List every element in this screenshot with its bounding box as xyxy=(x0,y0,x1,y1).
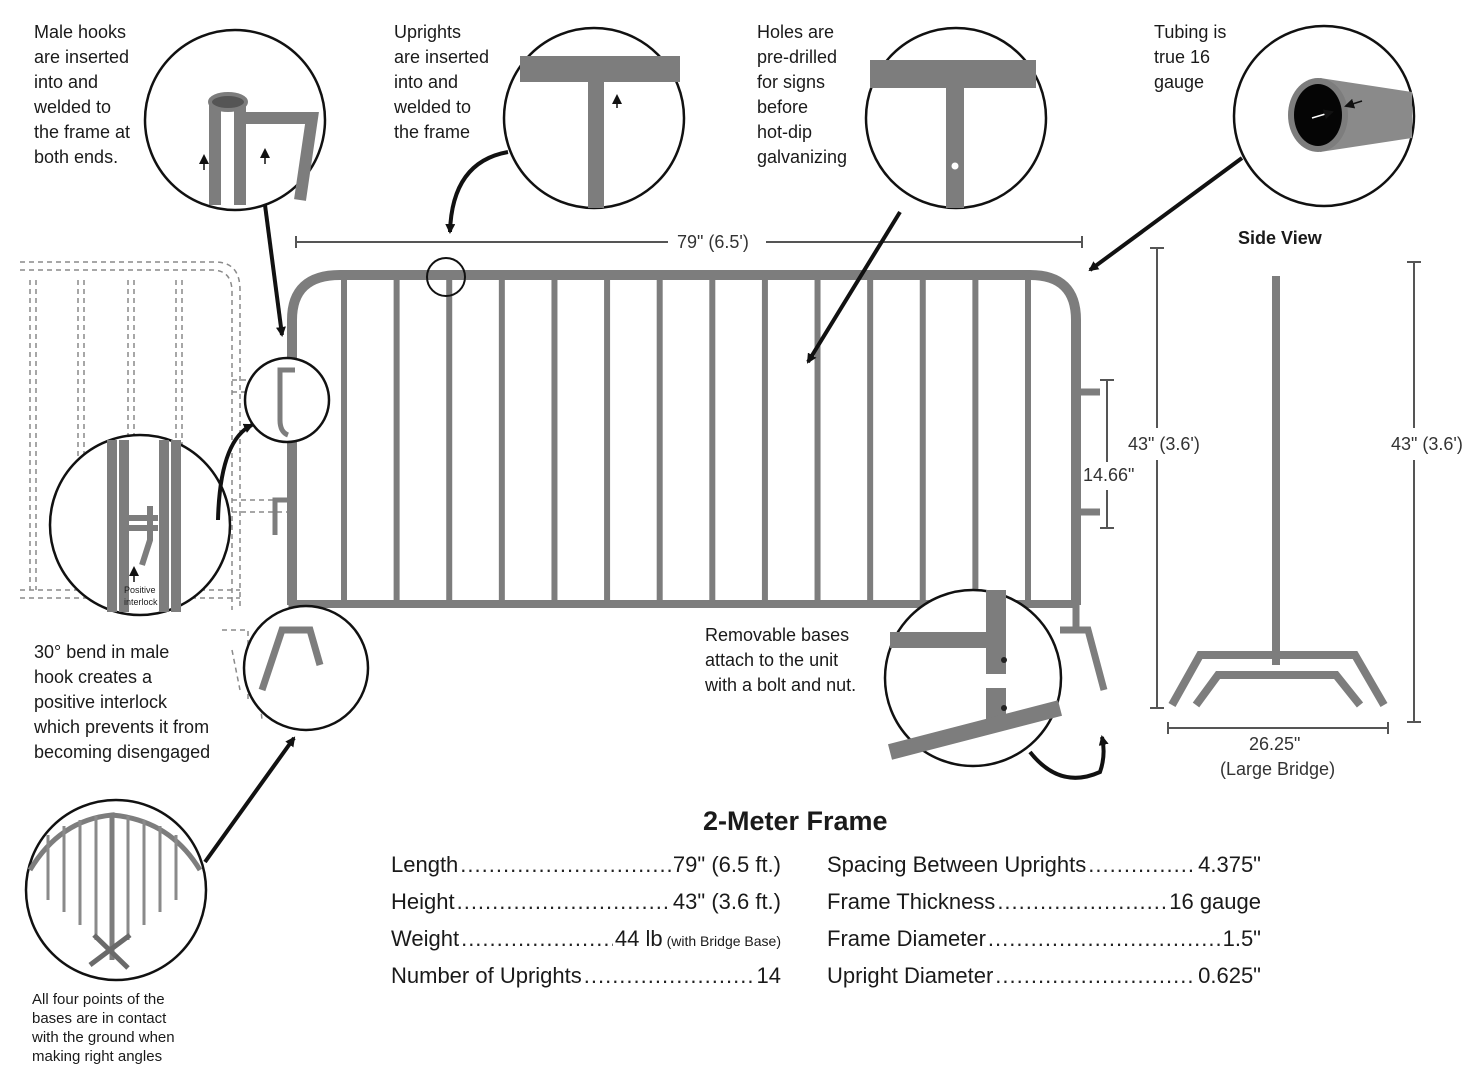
specs-left-column: Length..................................… xyxy=(391,852,781,1000)
spec-row: Frame Diameter..........................… xyxy=(827,926,1261,963)
spec-value: 43" (3.6 ft.) xyxy=(672,889,781,914)
specs-right-column: Spacing Between Uprights................… xyxy=(827,852,1261,1000)
side-view-label: Side View xyxy=(1238,228,1322,248)
spec-leader-dots: ........................................… xyxy=(460,852,671,877)
hook-spacing-dimension xyxy=(1100,379,1114,529)
spec-value: 14 xyxy=(756,963,781,988)
bend-callout: 30° bend in male hook creates a positive… xyxy=(34,642,211,762)
detail-circle-hook-left xyxy=(243,356,331,444)
length-dimension: 79" (6.5') xyxy=(677,232,749,252)
barrier-frame xyxy=(287,270,1081,608)
uprights xyxy=(341,280,1031,602)
uprights-callout: Uprights are inserted into and welded to… xyxy=(394,22,490,142)
side-view-drawing xyxy=(1168,276,1388,708)
spec-label: Weight xyxy=(391,926,460,951)
pointer-arrows xyxy=(129,94,1363,582)
male-hooks-callout: Male hooks are inserted into and welded … xyxy=(34,22,131,167)
spec-label: Spacing Between Uprights xyxy=(827,852,1087,877)
detail-circle-tubing xyxy=(1232,24,1416,208)
base-width-label: 26.25" xyxy=(1249,734,1301,754)
specs-title: 2-Meter Frame xyxy=(703,806,888,836)
spec-value: 16 gauge xyxy=(1169,889,1261,914)
detail-circle-uprights xyxy=(502,26,686,210)
height-dimension-front-label: 43" (3.6') xyxy=(1128,434,1200,454)
hook-spacing-label: 14.66" xyxy=(1083,465,1135,485)
spec-leader-dots: ........................................… xyxy=(995,963,1197,988)
base-width-dimension xyxy=(1167,722,1389,734)
spec-leader-dots: ........................................… xyxy=(456,889,671,914)
detail-circle-male-hooks xyxy=(143,28,327,212)
callout-arrows xyxy=(203,150,1244,864)
base-type-label: (Large Bridge) xyxy=(1220,759,1336,779)
detail-circle-holes xyxy=(864,26,1048,210)
detail-circle-interlock xyxy=(48,433,232,617)
spec-label: Number of Uprights xyxy=(391,963,582,988)
tubing-callout: Tubing is true 16 gauge xyxy=(1154,22,1227,92)
four-points-callout: All four points of the bases are in cont… xyxy=(32,991,175,1065)
spec-row: Height..................................… xyxy=(391,889,781,926)
spec-value: 4.375" xyxy=(1198,852,1261,877)
positive-interlock-label: Positive interlock xyxy=(124,585,158,607)
spec-leader-dots: ........................................… xyxy=(997,889,1168,914)
removable-bases-callout: Removable bases attach to the unit with … xyxy=(705,625,857,695)
upright-joint-marker xyxy=(426,257,466,297)
spec-row: Number of Uprights......................… xyxy=(391,963,781,1000)
spec-label: Length xyxy=(391,852,459,877)
spec-leader-dots: ........................................… xyxy=(987,926,1221,951)
spec-row: Frame Thickness.........................… xyxy=(827,889,1261,926)
female-loops-right xyxy=(1076,388,1100,516)
height-dimension-front xyxy=(1150,247,1164,709)
spec-label: Upright Diameter xyxy=(827,963,994,988)
spec-leader-dots: ........................................… xyxy=(461,926,613,951)
spec-note: (with Bridge Base) xyxy=(666,933,781,949)
height-dimension-side xyxy=(1407,261,1421,723)
spec-label: Frame Diameter xyxy=(827,926,986,951)
length-dimension-line xyxy=(295,236,1083,248)
spec-row: Weight..................................… xyxy=(391,926,781,963)
spec-value: 0.625" xyxy=(1198,963,1261,988)
spec-row: Upright Diameter........................… xyxy=(827,963,1261,1000)
spec-leader-dots: ........................................… xyxy=(583,963,755,988)
detail-circle-base-left xyxy=(242,604,370,732)
spec-leader-dots: ........................................… xyxy=(1088,852,1196,877)
spec-label: Frame Thickness xyxy=(827,889,996,914)
detail-circle-right-angle xyxy=(24,798,208,982)
spec-label: Height xyxy=(391,889,455,914)
spec-value: 1.5" xyxy=(1222,926,1261,951)
spec-value: 79" (6.5 ft.) xyxy=(672,852,781,877)
spec-row: Spacing Between Uprights................… xyxy=(827,852,1261,889)
holes-callout: Holes are pre-drilled for signs before h… xyxy=(757,22,848,167)
height-dimension-side-label: 43" (3.6') xyxy=(1391,434,1463,454)
spec-value: 44 lb xyxy=(614,926,663,951)
spec-row: Length..................................… xyxy=(391,852,781,889)
detail-circle-removable-base xyxy=(883,588,1063,768)
